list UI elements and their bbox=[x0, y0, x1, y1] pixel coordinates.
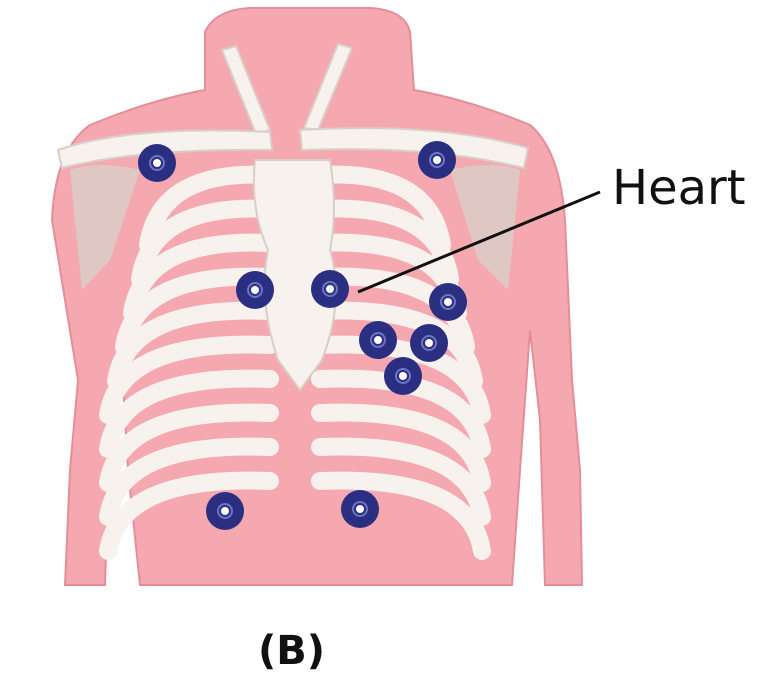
electrode-v1 bbox=[236, 271, 274, 309]
panel-label: (B) bbox=[258, 628, 325, 674]
electrode-left-hip bbox=[341, 490, 379, 528]
electrode-v3 bbox=[429, 283, 467, 321]
electrode-v5 bbox=[410, 324, 448, 362]
electrode-v4 bbox=[359, 321, 397, 359]
electrode-left-shoulder bbox=[418, 141, 456, 179]
electrode-right-shoulder bbox=[138, 144, 176, 182]
electrode-v6 bbox=[384, 357, 422, 395]
electrode-v2 bbox=[311, 270, 349, 308]
electrode-right-hip bbox=[206, 492, 244, 530]
heart-label: Heart bbox=[612, 160, 746, 216]
